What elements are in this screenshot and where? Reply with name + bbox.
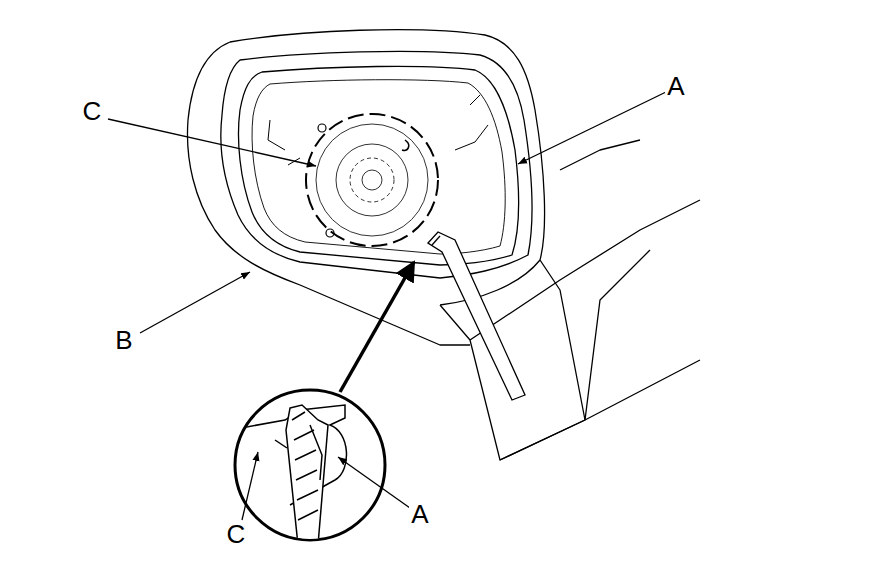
callout-letter: B	[113, 327, 134, 353]
mirror-housing	[187, 30, 700, 460]
screwdriver	[428, 232, 525, 400]
zoom-arrow	[340, 262, 414, 392]
callout-letter: C	[225, 521, 248, 547]
callout-letter: A	[665, 73, 686, 99]
leader-lines	[108, 92, 666, 520]
actuator-mount	[306, 114, 438, 246]
detail-view	[230, 390, 385, 545]
callout-letter: C	[81, 98, 104, 124]
callout-letter: A	[409, 501, 430, 527]
